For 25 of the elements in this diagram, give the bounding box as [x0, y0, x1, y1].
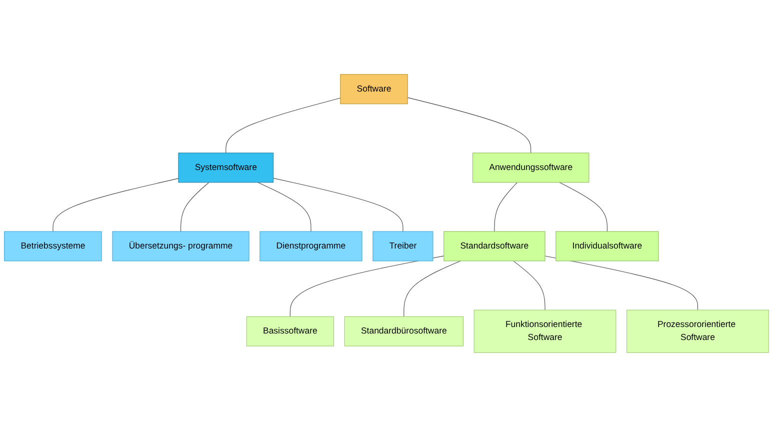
- node-box: Treiber: [372, 231, 434, 262]
- node-box: Funktionsorientierte Software: [474, 310, 616, 353]
- node-box: Übersetzungs- programme: [112, 231, 250, 262]
- node-box: Anwendungssoftware: [472, 152, 590, 183]
- node-box: Software: [340, 74, 408, 104]
- connector: [404, 260, 461, 317]
- connector: [544, 256, 698, 310]
- connector: [290, 256, 444, 317]
- node-box: Standardbürosoftware: [344, 316, 464, 346]
- connector: [407, 97, 532, 154]
- node-box: Standardsoftware: [444, 231, 546, 262]
- connector: [52, 178, 179, 232]
- connector: [273, 178, 404, 232]
- connector: [180, 182, 210, 232]
- node-box: Individualsoftware: [556, 231, 659, 262]
- connector: [494, 182, 518, 232]
- node-box: Dienstprogramme: [260, 231, 362, 262]
- node-box: Systemsoftware: [178, 152, 274, 183]
- connector: [226, 98, 341, 154]
- connector: [513, 260, 546, 310]
- node-box: Basissoftware: [246, 316, 334, 346]
- connector: [559, 182, 608, 232]
- connector: [258, 182, 312, 232]
- node-box: Betriebssysteme: [4, 231, 102, 262]
- node-box: Prozessororientierte Software: [626, 310, 769, 353]
